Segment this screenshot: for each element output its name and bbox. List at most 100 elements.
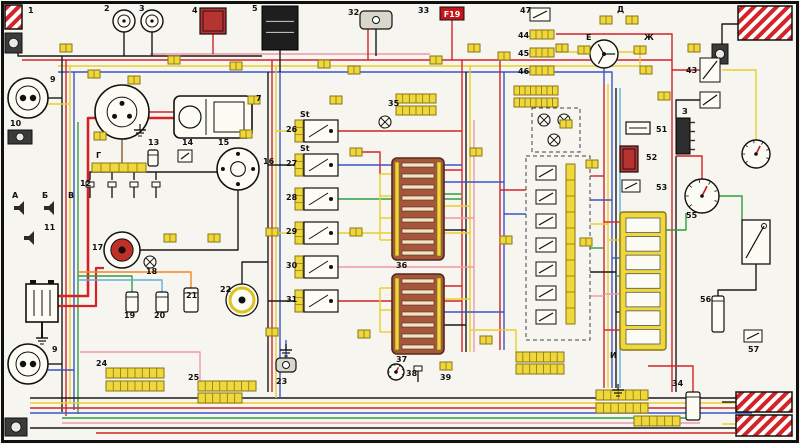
column-connector — [565, 163, 576, 325]
svg-text:F19: F19 — [444, 10, 461, 19]
component-label: 14 — [182, 138, 194, 147]
connector — [127, 75, 141, 85]
connector — [499, 235, 513, 245]
component-label: 4 — [192, 6, 198, 15]
wire — [676, 155, 703, 179]
gauge-a — [387, 363, 405, 381]
ignition-unit — [261, 5, 299, 51]
connector-45 — [529, 47, 555, 58]
relay-27 — [294, 153, 339, 177]
headlamp-upper — [7, 77, 49, 119]
lamp-symbol-2 — [537, 113, 551, 127]
fuel-sender — [741, 219, 771, 265]
headlamp-lower — [7, 343, 49, 385]
connector-d2 — [625, 15, 639, 25]
lamp-group-outline — [531, 107, 581, 153]
component-label: 18 — [146, 267, 158, 276]
relay-unit-top — [199, 7, 227, 35]
wire — [675, 99, 700, 118]
lamp-symbol-4 — [547, 133, 561, 147]
connector — [497, 51, 511, 61]
lamp-symbol-1 — [378, 115, 392, 129]
component-label: З — [682, 107, 688, 116]
corner-marker-bottom-right-lower — [735, 414, 793, 437]
connector — [87, 69, 101, 79]
component-label: 30 — [286, 261, 298, 270]
connector — [559, 119, 573, 129]
component-label: 43 — [686, 66, 697, 75]
connector — [347, 65, 361, 75]
connector — [357, 329, 371, 339]
oil-sender — [125, 291, 139, 313]
component-18 — [143, 255, 157, 269]
connector-g-row — [91, 162, 147, 173]
component-label: 34 — [672, 379, 684, 388]
component-label: 51 — [656, 125, 668, 134]
relay-29 — [294, 221, 339, 245]
corner-marker-top-right — [737, 5, 793, 41]
ignition-coil — [103, 231, 141, 269]
connector — [265, 227, 279, 237]
connector — [555, 43, 569, 53]
component-label: И — [610, 351, 617, 360]
speaker-b — [44, 201, 54, 215]
switch-top-right-1 — [699, 57, 721, 83]
heater-fan — [589, 39, 619, 69]
washer-motor-top — [359, 10, 393, 30]
spark-plug-1 — [85, 181, 95, 198]
component-label: 20 — [154, 311, 166, 320]
connector — [93, 131, 107, 141]
switch-53 — [621, 179, 641, 193]
connector-24a — [105, 367, 165, 379]
connector-44 — [529, 29, 555, 40]
connector-main-a — [513, 85, 559, 96]
component-label: Е — [586, 33, 591, 42]
connector — [229, 61, 243, 71]
connector-24b — [105, 380, 165, 392]
fusebox-lower — [391, 273, 445, 355]
component-label: 31 — [286, 295, 298, 304]
connector — [639, 65, 653, 75]
spark-plug-4 — [151, 181, 161, 198]
connector — [429, 55, 443, 65]
spark-plug-3 — [129, 181, 139, 198]
connector — [59, 43, 73, 53]
component-label: 46 — [518, 67, 530, 76]
component-label: 17 — [92, 243, 103, 252]
spark-plug-2 — [107, 181, 117, 198]
switch-top-right-2 — [699, 91, 721, 109]
connector-39a — [515, 351, 565, 363]
component-label: Г — [96, 151, 101, 160]
connector — [467, 43, 481, 53]
component-label: 57 — [748, 345, 759, 354]
component-label: 9 — [50, 75, 56, 84]
connector — [265, 327, 279, 337]
connector — [317, 59, 331, 69]
speedometer — [684, 178, 720, 214]
component-label: Ж — [644, 33, 654, 42]
component-label: 19 — [124, 311, 136, 320]
component-label: 38 — [406, 369, 418, 378]
component-label: 39 — [440, 373, 452, 382]
connector-i1 — [595, 389, 649, 401]
fuse-f19: F19 — [439, 6, 465, 21]
wire — [719, 195, 743, 220]
component-label: 27 — [286, 159, 297, 168]
fog-lamp — [7, 129, 33, 145]
marker-lamp-bottom-left — [4, 417, 28, 437]
horn-low — [140, 9, 164, 33]
relay-26 — [294, 119, 339, 143]
component-label: St — [300, 144, 310, 153]
component-label: 11 — [44, 223, 56, 232]
connector — [479, 335, 493, 345]
column-switch-7 — [535, 309, 557, 325]
wire — [666, 213, 687, 231]
alternator — [94, 84, 150, 140]
corner-marker-bottom-right-upper — [735, 391, 793, 413]
corner-marker-top-left — [4, 4, 23, 30]
temp-sender — [155, 291, 169, 313]
component-label: Д — [617, 5, 624, 14]
